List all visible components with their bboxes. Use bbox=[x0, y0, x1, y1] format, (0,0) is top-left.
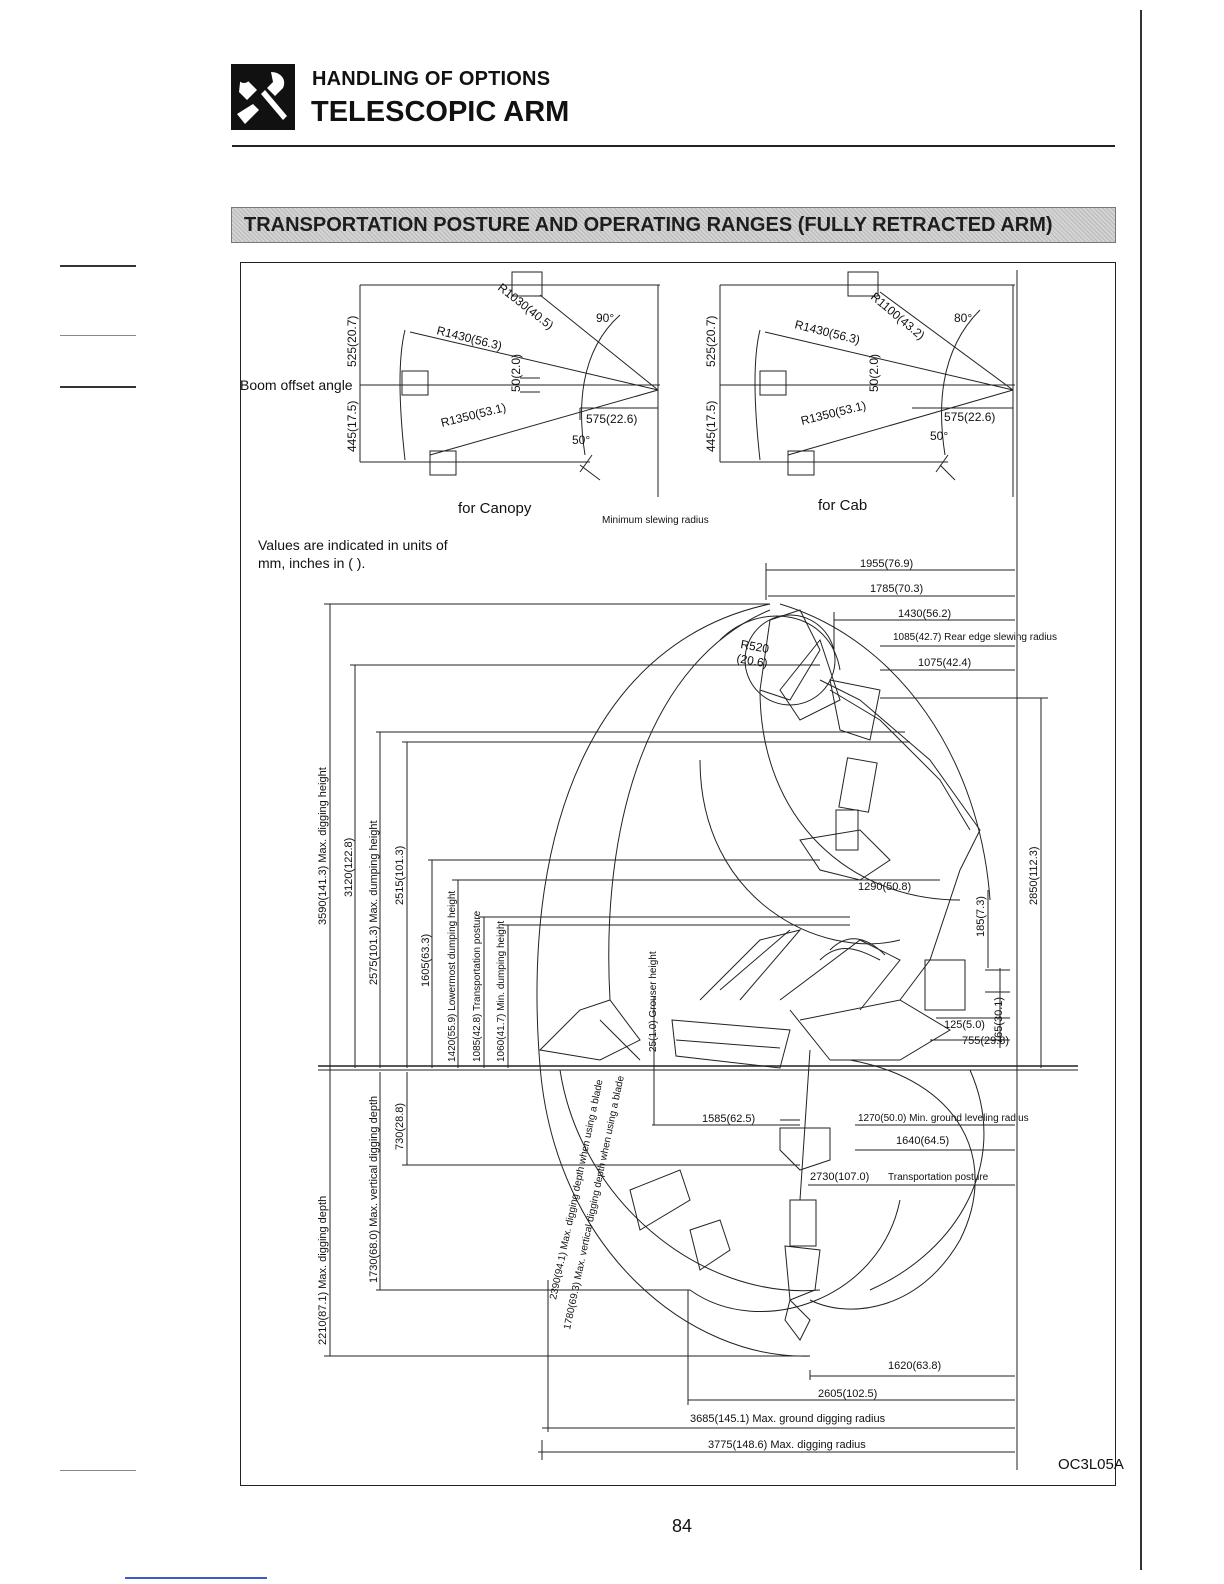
dim-1085-rear-slew: 1085(42.7) Rear edge slewing radius bbox=[893, 632, 1057, 643]
figure-code: OC3L05A bbox=[1058, 1456, 1124, 1473]
dim-125: 125(5.0) bbox=[944, 1019, 985, 1031]
figure-frame bbox=[240, 262, 1116, 1486]
canopy-angle-50: 50° bbox=[572, 433, 590, 447]
transport-posture-label: Transportation posture bbox=[888, 1172, 989, 1183]
page-title: TELESCOPIC ARM bbox=[311, 96, 570, 128]
dim-25-grouser: 25(1.0) Grouser height bbox=[648, 951, 659, 1052]
margin-rule bbox=[60, 386, 136, 388]
section-kicker: HANDLING OF OPTIONS bbox=[312, 68, 551, 90]
dim-1075: 1075(42.4) bbox=[918, 657, 971, 669]
canopy-radius-1430: R1430(56.3) bbox=[435, 323, 503, 353]
margin-rule bbox=[60, 335, 136, 336]
dim-1060-min-dump: 1060(41.7) Min. dumping height bbox=[496, 921, 507, 1062]
canopy-dim-575: 575(22.6) bbox=[586, 412, 637, 426]
dim-1430: 1430(56.2) bbox=[898, 608, 951, 620]
boom-offset-label: Boom offset angle bbox=[240, 377, 353, 393]
canopy-radius-1030: R1030(40.5) bbox=[495, 280, 556, 332]
dim-1270-min-ground-level: 1270(50.0) Min. ground leveling radius bbox=[858, 1113, 1029, 1124]
canopy-dim-445: 445(17.5) bbox=[345, 401, 359, 452]
dim-2605: 2605(102.5) bbox=[818, 1388, 877, 1400]
margin-rule bbox=[60, 265, 136, 267]
dim-2850: 2850(112.3) bbox=[1028, 846, 1040, 905]
dim-3120: 3120(122.8) bbox=[343, 838, 355, 897]
cab-dim-445: 445(17.5) bbox=[704, 401, 718, 452]
dim-1085-transport: 1085(42.8) Transportation posture bbox=[472, 910, 483, 1062]
cab-dim-525: 525(20.7) bbox=[704, 316, 718, 367]
dim-1585: 1585(62.5) bbox=[702, 1113, 755, 1125]
dim-1620: 1620(63.8) bbox=[888, 1360, 941, 1372]
cab-dim-575: 575(22.6) bbox=[944, 410, 995, 424]
units-note: Values are indicated in units of mm, inc… bbox=[258, 537, 448, 571]
cab-angle-50: 50° bbox=[930, 429, 948, 443]
min-slew-label: Minimum slewing radius bbox=[602, 515, 709, 526]
margin-rule bbox=[60, 1470, 136, 1471]
dim-2515: 2515(101.3) bbox=[394, 846, 406, 905]
bucket-radius-inch: (20.6) bbox=[735, 651, 768, 670]
cab-angle-80: 80° bbox=[954, 311, 972, 325]
dim-730: 730(28.8) bbox=[394, 1103, 406, 1150]
page-edge bbox=[1140, 10, 1142, 1570]
dim-3775-max-dig-radius: 3775(148.6) Max. digging radius bbox=[708, 1439, 866, 1451]
cab-dim-50: 50(2.0) bbox=[867, 354, 881, 392]
dim-1955: 1955(76.9) bbox=[860, 558, 913, 570]
dim-3590-max-dig-height: 3590(141.3) Max. digging height bbox=[317, 767, 329, 925]
header-divider bbox=[232, 145, 1115, 147]
dim-185: 185(7.3) bbox=[975, 896, 987, 937]
dim-2730: 2730(107.0) bbox=[810, 1171, 869, 1183]
section-banner: TRANSPORTATION POSTURE AND OPERATING RAN… bbox=[231, 207, 1116, 243]
page-number: 84 bbox=[672, 1516, 693, 1536]
dim-2210-max-dig-depth: 2210(87.1) Max. digging depth bbox=[317, 1196, 329, 1345]
dim-1420-lowermost-dump: 1420(55.9) Lowermost dumping height bbox=[447, 891, 458, 1062]
canopy-angle-90: 90° bbox=[596, 311, 614, 325]
dim-755: 755(29.8) bbox=[962, 1035, 1009, 1047]
cab-radius-1430: R1430(56.3) bbox=[793, 317, 861, 347]
dim-1730-max-vert-dig: 1730(68.0) Max. vertical digging depth bbox=[368, 1096, 380, 1283]
cab-caption: for Cab bbox=[818, 497, 868, 514]
wrench-tools-icon bbox=[231, 64, 295, 130]
dim-1785: 1785(70.3) bbox=[870, 583, 923, 595]
dim-2575-max-dump-height: 2575(101.3) Max. dumping height bbox=[368, 821, 380, 986]
section-banner-text: TRANSPORTATION POSTURE AND OPERATING RAN… bbox=[244, 214, 1053, 236]
canopy-dim-50: 50(2.0) bbox=[509, 354, 523, 392]
cab-radius-1350: R1350(53.1) bbox=[799, 398, 867, 428]
canopy-radius-1350: R1350(53.1) bbox=[439, 400, 507, 430]
dim-765: 765(30.1) bbox=[993, 997, 1005, 1044]
canopy-caption: for Canopy bbox=[458, 500, 532, 517]
bottom-link-underline bbox=[125, 1577, 267, 1579]
cab-radius-1100: R1100(43.2) bbox=[868, 290, 927, 343]
dim-1605: 1605(63.3) bbox=[420, 934, 432, 987]
canopy-dim-525: 525(20.7) bbox=[345, 316, 359, 367]
bucket-radius-label: R520 bbox=[739, 637, 770, 656]
dim-1640: 1640(64.5) bbox=[896, 1135, 949, 1147]
dim-3685-max-ground-radius: 3685(145.1) Max. ground digging radius bbox=[690, 1413, 886, 1425]
dim-1290: 1290(50.8) bbox=[858, 881, 911, 893]
